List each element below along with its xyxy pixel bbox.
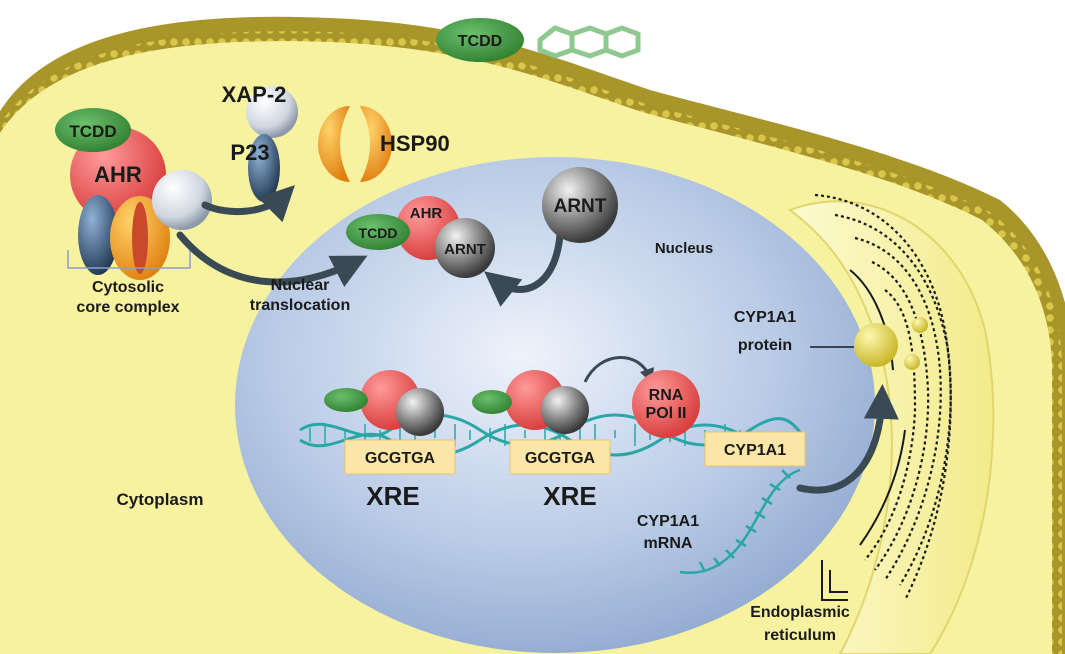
cyp1a1-gene-label: CYP1A1	[724, 442, 786, 459]
tcdd-molecule-icon	[537, 25, 641, 59]
er-label-line1: Endoplasmic	[750, 604, 850, 621]
arnt-binding-arrow	[484, 231, 564, 307]
xre-label-1: XRE	[366, 481, 419, 511]
protein-label-line1: CYP1A1	[734, 309, 796, 326]
mrna-label-line2: mRNA	[644, 535, 693, 552]
xre-box-1-label: GCGTGA	[365, 450, 436, 467]
translation-arrow	[796, 384, 899, 494]
xap2-protein	[246, 86, 298, 138]
core-tcdd-label: TCDD	[69, 122, 116, 141]
polymerase-label-line2: POl II	[646, 405, 687, 422]
pathway-arrows	[176, 185, 899, 494]
xre-box-2-label: GCGTGA	[525, 450, 596, 467]
cytoplasm-label: Cytoplasm	[117, 490, 204, 509]
core-complex-caption-line1: Cytosolic	[92, 279, 164, 296]
rna-polymerase-ii: RNA POl II	[632, 370, 700, 438]
dissociation-arrow	[201, 185, 295, 223]
nuclear-translocation-arrow	[176, 231, 368, 288]
free-arnt-label: ARNT	[554, 196, 607, 217]
protein-label-line2: protein	[738, 337, 792, 354]
cyp1a1-protein-ball	[854, 323, 898, 367]
core-complex-caption-line2: core complex	[76, 299, 179, 316]
free-arnt: ARNT	[542, 167, 618, 243]
xre-box-2: GCGTGA	[509, 439, 611, 475]
hsp90-protein	[318, 106, 392, 182]
cytosolic-core-complex: TCDD AHR Cytosolic core complex	[55, 108, 212, 316]
polymerase-label-line1: RNA	[649, 387, 684, 404]
xre-label-2: XRE	[543, 481, 596, 511]
translocation-caption-line2: translocation	[250, 297, 350, 314]
mrna-label-line1: CYP1A1	[637, 513, 699, 530]
translocation-caption-line1: Nuclear	[271, 277, 330, 294]
xap2-label: XAP-2	[222, 82, 287, 107]
released-chaperones: XAP-2 P23 HSP90	[222, 82, 450, 202]
nuclear-ahr-label: AHR	[410, 205, 443, 222]
xre-bound-complex-2	[472, 370, 589, 434]
tcdd-ligand-label: TCDD	[458, 33, 502, 50]
transcription-arrow	[583, 356, 655, 384]
endoplasmic-reticulum	[787, 193, 995, 654]
tcdd-ligand: TCDD	[436, 18, 641, 62]
xap2-in-complex	[152, 170, 212, 230]
nucleus-label: Nucleus	[655, 240, 713, 257]
xre-box-1: GCGTGA	[344, 439, 456, 475]
xre-bound-complex-1	[324, 370, 444, 436]
er-label-line2: reticulum	[764, 627, 836, 644]
nuclear-ahr-arnt-complex: AHR TCDD ARNT	[346, 196, 495, 278]
p23-protein	[248, 134, 280, 202]
cyp1a1-gene-box: CYP1A1	[704, 431, 806, 467]
p23-in-complex	[78, 195, 118, 275]
cyp1a1-mrna-strand	[679, 468, 801, 574]
nuclear-tcdd-label: TCDD	[359, 225, 398, 241]
p23-label: P23	[230, 140, 269, 165]
core-ahr-label: AHR	[94, 162, 142, 187]
nuclear-arnt-label: ARNT	[444, 241, 486, 258]
hsp90-label: HSP90	[380, 131, 450, 156]
